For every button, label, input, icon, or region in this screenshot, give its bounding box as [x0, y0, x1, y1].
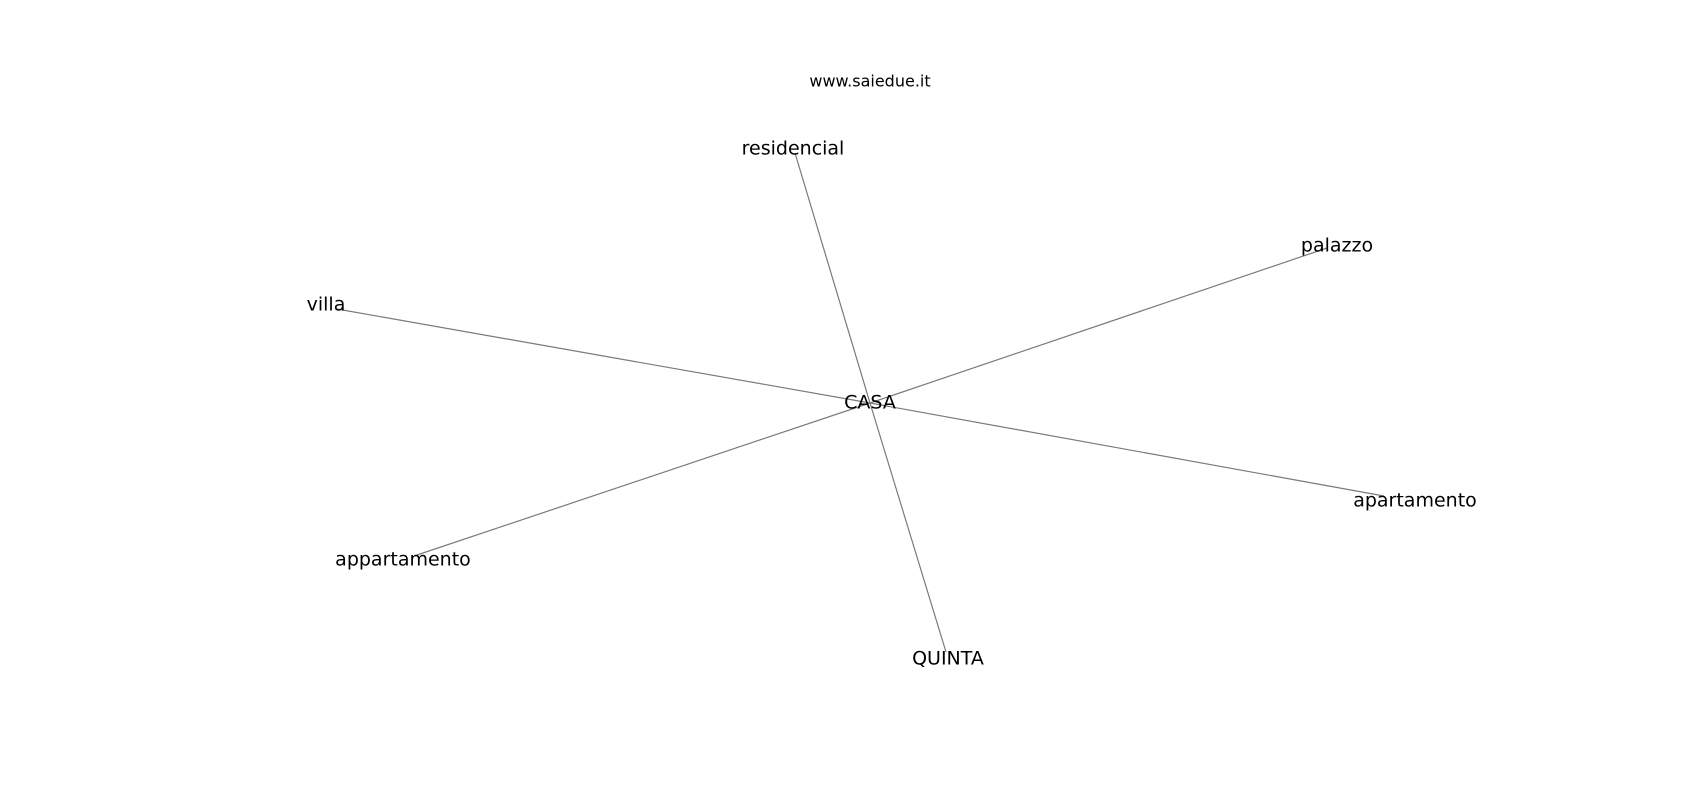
node-label-appartamento: appartamento — [335, 549, 471, 571]
node-label-apartamento: apartamento — [1353, 490, 1477, 512]
watermark-text: www.saiedue.it — [809, 72, 930, 91]
edge-casa-residencial — [794, 152, 871, 404]
node-label-villa: villa — [307, 294, 346, 316]
edges-layer — [336, 152, 1385, 653]
edge-casa-apartamento — [869, 402, 1385, 497]
node-label-quinta: QUINTA — [912, 648, 984, 670]
node-label-casa: CASA — [844, 392, 896, 414]
edge-casa-appartamento — [413, 402, 871, 557]
edge-casa-villa — [336, 308, 871, 404]
edge-casa-palazzo — [869, 247, 1328, 404]
nodes-layer: CASA residencial palazzo villa apartamento ap… — [307, 138, 1477, 670]
node-label-palazzo: palazzo — [1301, 235, 1373, 257]
node-label-residencial: residencial — [742, 138, 845, 160]
edge-casa-quinta — [869, 402, 947, 653]
